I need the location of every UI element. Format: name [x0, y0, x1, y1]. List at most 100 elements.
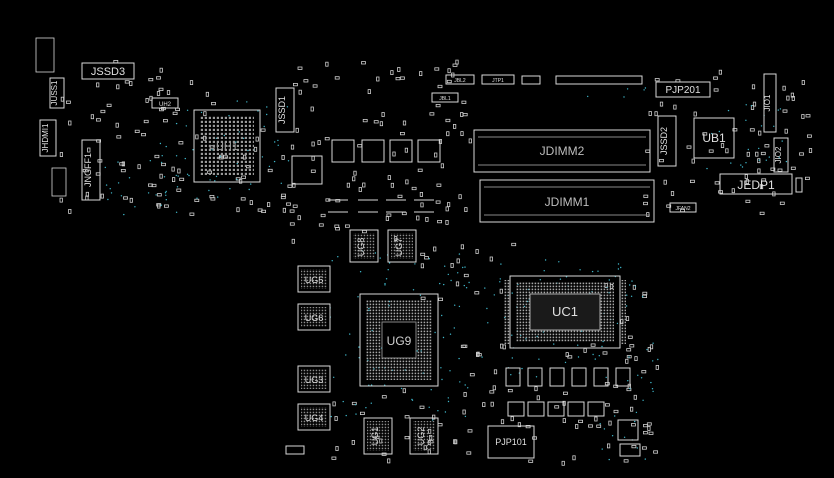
passive-component: [590, 343, 596, 347]
via: [161, 155, 163, 157]
passive-component: [429, 112, 435, 116]
passive-component: [474, 291, 480, 295]
passive-component: [420, 263, 425, 269]
passive-component: [750, 105, 755, 110]
via: [773, 125, 775, 128]
label-jhdmi1: JHDMI1: [41, 123, 50, 152]
via: [175, 211, 178, 213]
via: [614, 415, 616, 417]
via: [192, 149, 194, 151]
via: [385, 278, 388, 280]
passive-component: [434, 67, 440, 71]
via: [349, 333, 351, 335]
via: [605, 376, 607, 379]
via: [388, 262, 391, 264]
passive-component: [176, 188, 182, 192]
via: [447, 397, 449, 399]
via: [634, 420, 636, 423]
via: [623, 436, 626, 438]
via: [176, 186, 179, 188]
passive-component: [649, 344, 654, 350]
via: [280, 182, 282, 184]
passive-component: [66, 100, 71, 104]
passive-component: [567, 355, 573, 359]
passive-component: [59, 152, 64, 157]
passive-component: [654, 111, 658, 117]
passive-component: [623, 459, 629, 463]
via: [331, 260, 333, 262]
connector-jbl2: JBL2: [445, 74, 475, 85]
via: [411, 399, 414, 401]
passive-component: [463, 391, 467, 397]
via: [511, 357, 513, 359]
label-jbl1: JBL1: [439, 96, 451, 102]
passive-component: [171, 177, 176, 183]
connector-jtp1: JTP1: [481, 74, 515, 85]
via: [387, 269, 389, 271]
via: [745, 119, 747, 122]
passive-component: [801, 114, 805, 119]
connector-juss1: JUSS1: [49, 77, 65, 109]
chip-uc1: UC1: [504, 275, 626, 349]
via: [601, 345, 603, 348]
via: [750, 105, 753, 107]
passive-component: [82, 168, 88, 173]
label-jfan2: JFAN2: [675, 206, 690, 212]
passive-component: [324, 137, 330, 141]
passive-component: [331, 456, 337, 460]
via: [439, 282, 441, 285]
via: [117, 182, 120, 184]
passive-component: [447, 68, 451, 74]
passive-component: [745, 179, 750, 185]
via: [160, 161, 163, 164]
passive-component: [311, 155, 315, 161]
connector-jngff1: JNGFF1: [81, 139, 101, 201]
via: [175, 122, 178, 125]
passive-component: [511, 242, 517, 247]
via: [718, 130, 720, 133]
passive-component: [613, 409, 619, 414]
via: [185, 125, 187, 127]
passive-component: [189, 212, 195, 216]
via: [778, 156, 780, 159]
via: [443, 283, 445, 286]
label-ug8: UG8: [356, 238, 366, 257]
via: [620, 266, 622, 269]
passive-component: [782, 109, 788, 113]
via: [629, 284, 631, 286]
via: [449, 333, 452, 335]
chip-uh1: UH1: [193, 109, 261, 183]
via: [467, 387, 469, 389]
passive-component: [161, 162, 166, 167]
passive-component: [454, 439, 458, 445]
passive-component: [134, 129, 140, 133]
via: [246, 101, 248, 103]
passive-component: [390, 182, 395, 188]
passive-component: [172, 111, 178, 115]
passive-component: [310, 169, 316, 173]
via: [657, 358, 659, 361]
passive-component: [376, 76, 380, 82]
via: [629, 387, 631, 390]
passive-component: [387, 458, 391, 464]
passive-component: [420, 296, 426, 300]
passive-component: [731, 188, 735, 194]
via: [196, 197, 198, 199]
via: [643, 89, 645, 91]
via: [354, 403, 357, 406]
via: [117, 161, 119, 163]
via: [457, 272, 459, 274]
via: [384, 284, 386, 286]
passive-component: [399, 131, 405, 136]
passive-component: [654, 78, 660, 82]
passive-component: [424, 256, 429, 260]
passive-component: [121, 161, 125, 167]
via: [464, 384, 466, 386]
passive-component: [334, 224, 340, 228]
passive-component: [119, 162, 125, 166]
passive-component: [362, 119, 368, 123]
passive-component: [643, 201, 648, 206]
label-jssd2: JSSD2: [659, 127, 669, 155]
via: [758, 159, 760, 161]
via: [209, 179, 211, 181]
